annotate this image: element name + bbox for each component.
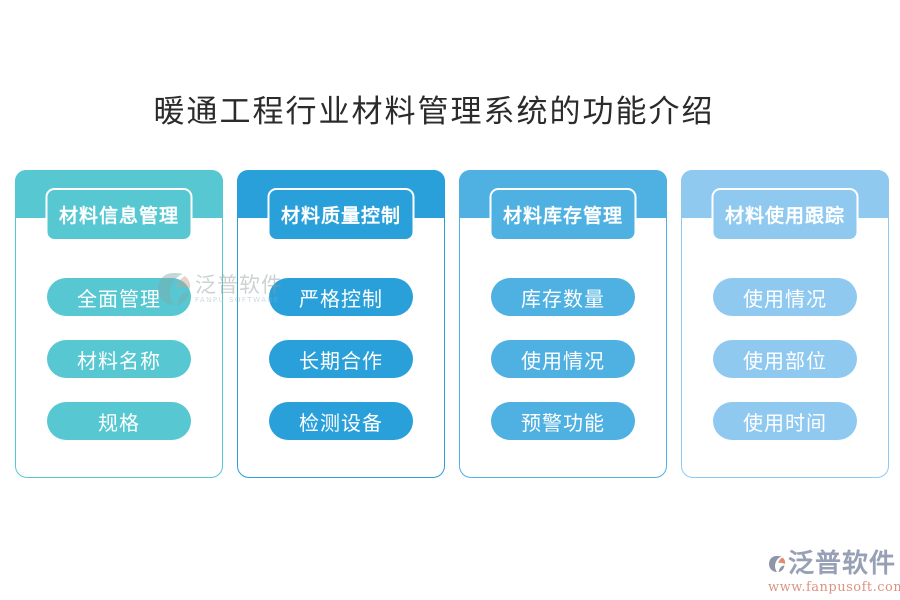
feature-pill: 预警功能 xyxy=(491,402,635,440)
center-watermark: 泛普软件 FANPU SOFTWARE xyxy=(156,271,283,307)
feature-pill: 长期合作 xyxy=(269,340,413,378)
footer-brand-name: 泛普软件 xyxy=(787,549,896,579)
function-card-material-info: 材料信息管理 全面管理 材料名称 规格 xyxy=(15,170,223,478)
feature-pill: 使用时间 xyxy=(713,402,857,440)
page-title: 暖通工程行业材料管理系统的功能介绍 xyxy=(153,94,715,130)
footer-brand-url: www.fanpusoft.com xyxy=(768,580,900,595)
feature-pill: 库存数量 xyxy=(491,278,635,316)
feature-pill: 使用情况 xyxy=(713,278,857,316)
footer-brand-logo: 泛普软件 www.fanpusoft.com xyxy=(768,546,900,595)
feature-list: 库存数量 使用情况 预警功能 xyxy=(460,278,666,440)
card-header-label: 材料信息管理 xyxy=(58,205,179,227)
feature-list: 严格控制 长期合作 检测设备 xyxy=(238,278,444,440)
watermark-subtitle: FANPU SOFTWARE xyxy=(195,296,280,304)
card-header-label: 材料使用跟踪 xyxy=(724,205,845,227)
feature-pill: 检测设备 xyxy=(269,402,413,440)
card-header-label: 材料库存管理 xyxy=(502,205,623,227)
footer-brand-row: 泛普软件 xyxy=(768,546,896,582)
fanpu-logo-icon xyxy=(158,273,191,305)
fanpu-logo-icon xyxy=(768,556,786,572)
function-card-quality-control: 材料质量控制 严格控制 长期合作 检测设备 xyxy=(237,170,445,478)
feature-pill: 材料名称 xyxy=(47,340,191,378)
feature-pill: 全面管理 xyxy=(47,278,191,316)
feature-pill: 使用部位 xyxy=(713,340,857,378)
watermark-brand: 泛普软件 xyxy=(195,273,283,297)
feature-pill: 使用情况 xyxy=(491,340,635,378)
card-header-label: 材料质量控制 xyxy=(280,205,401,227)
watermark-text: 泛普软件 FANPU SOFTWARE xyxy=(195,274,283,304)
card-header: 材料质量控制 xyxy=(267,188,415,241)
function-card-inventory: 材料库存管理 库存数量 使用情况 预警功能 xyxy=(459,170,667,478)
card-header: 材料库存管理 xyxy=(489,188,637,241)
feature-list: 使用情况 使用部位 使用时间 xyxy=(682,278,888,440)
feature-pill: 规格 xyxy=(47,402,191,440)
feature-list: 全面管理 材料名称 规格 xyxy=(16,278,222,440)
card-header: 材料使用跟踪 xyxy=(711,188,859,241)
card-header: 材料信息管理 xyxy=(45,188,193,241)
function-card-usage-tracking: 材料使用跟踪 使用情况 使用部位 使用时间 xyxy=(681,170,889,478)
feature-pill: 严格控制 xyxy=(269,278,413,316)
